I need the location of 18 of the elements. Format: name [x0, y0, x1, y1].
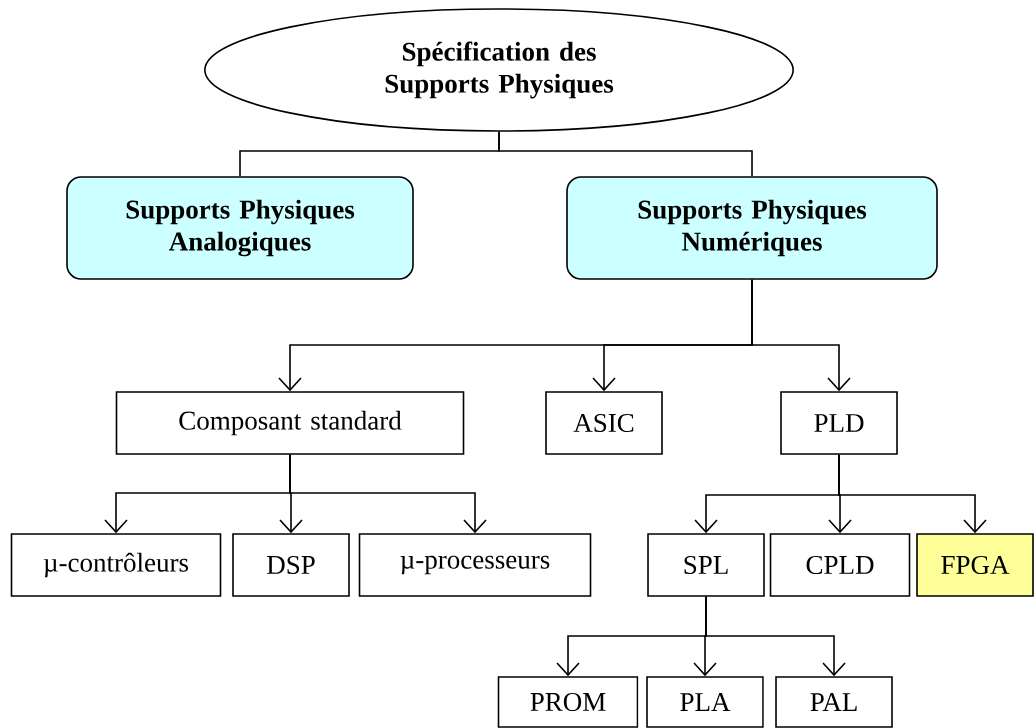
connector-arrow [289, 454, 487, 534]
component-box: FPGA [916, 533, 1034, 597]
component-box: SPL [647, 533, 765, 597]
connector-arrow [838, 454, 987, 534]
connector-arrow [751, 279, 851, 392]
component-box: µ-processeurs [358, 533, 592, 597]
connector-arrow [705, 596, 846, 677]
component-box: PLD [780, 391, 898, 455]
component-box: Composant standard [115, 391, 465, 455]
category-box: Supports Physiques Analogiques [66, 176, 414, 280]
component-box: PROM [497, 676, 639, 728]
component-box: PLA [646, 676, 764, 728]
component-box: PAL [775, 676, 893, 728]
category-box: Supports Physiques Numériques [566, 176, 938, 280]
component-box: CPLD [769, 533, 911, 597]
component-box: ASIC [545, 391, 663, 455]
component-box: DSP [232, 533, 350, 597]
component-box: µ-contrôleurs [10, 533, 222, 597]
